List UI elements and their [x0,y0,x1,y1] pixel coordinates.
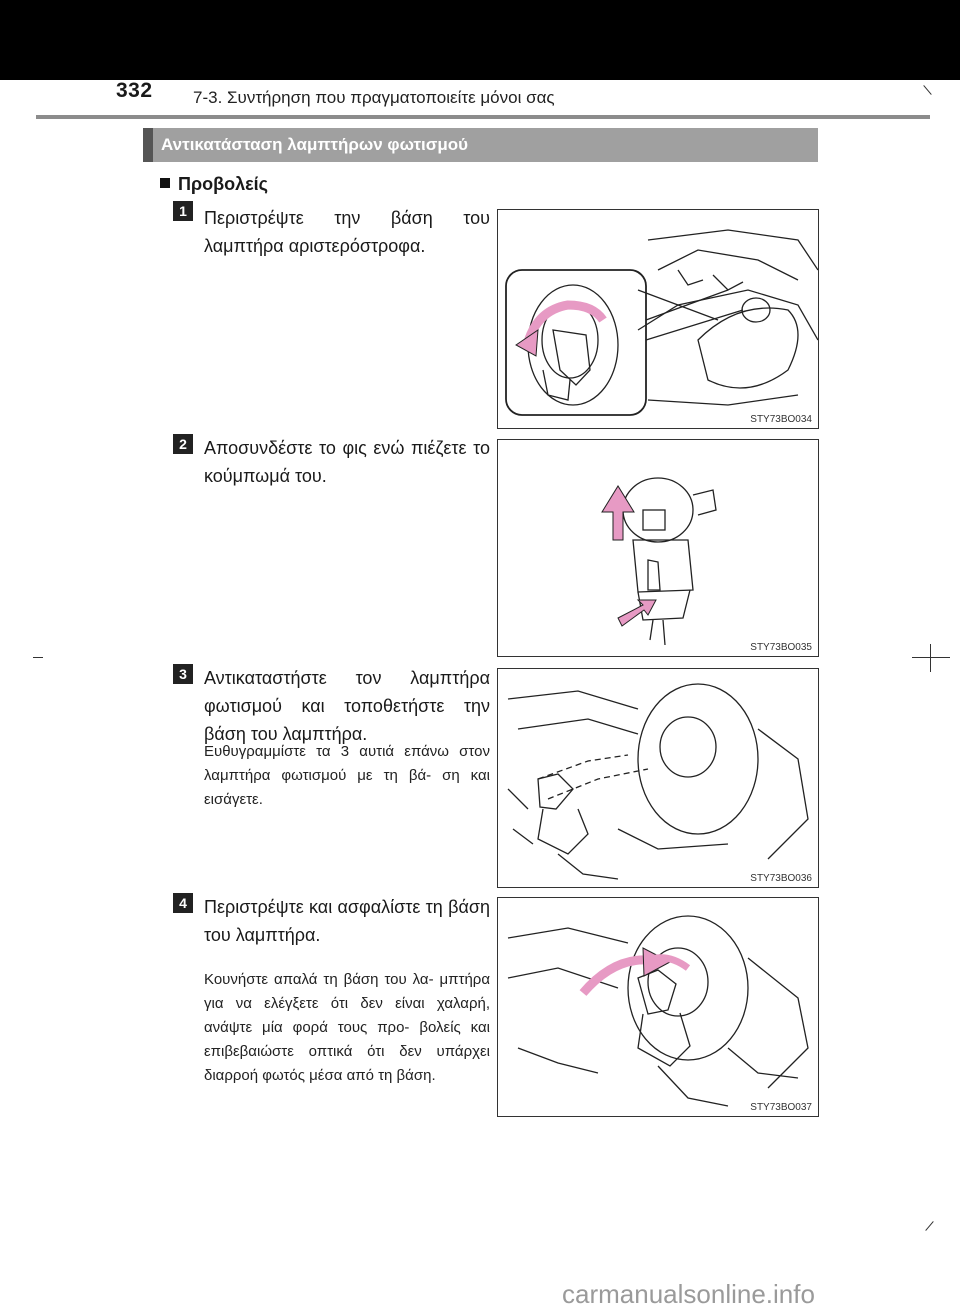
figure-code: STY73BO035 [750,642,812,653]
subheading-text: Προβολείς [178,174,269,194]
step-3-text: Αντικαταστήστε τον λαμπτήρα φωτισμού και… [204,668,490,744]
figure-code: STY73BO034 [750,414,812,425]
step-3-note: Ευθυγραμμίστε τα 3 αυτιά επάνω στον λαμπ… [204,743,490,808]
bulb-lock-rotate-illustration [507,915,809,1107]
step-3-figure: STY73BO036 [497,668,819,888]
step-4-note: Κουνήστε απαλά τη βάση του λα- μπτήρα γι… [204,971,490,1084]
figure-code: STY73BO036 [750,873,812,884]
step-4-text: Περιστρέψτε και ασφαλίστε τη βάση του λα… [204,897,490,945]
subheading: Προβολείς [160,174,268,195]
step-3-badge: 3 [173,664,193,684]
chapter-title: 7-3. Συντήρηση που πραγματοποιείτε μόνοι… [193,88,555,107]
crop-mark [912,657,950,658]
crop-mark [925,1221,934,1231]
step-1-text: Περιστρέψτε την βάση του λαμπτήρα αριστε… [204,208,490,256]
section-bar-accent [143,128,153,162]
step-4-badge: 4 [173,893,193,913]
step-4-figure: STY73BO037 [497,897,819,1117]
bulb-connector-release-illustration [601,477,717,646]
square-bullet-icon [160,178,170,189]
step-2-figure: STY73BO035 [497,439,819,657]
header-divider [36,115,930,119]
crop-mark [33,657,43,658]
section-title: Αντικατάσταση λαμπτήρων φωτισμού [161,135,469,154]
figure-code: STY73BO037 [750,1102,812,1113]
page-number: 332 [116,79,153,102]
section-title-bar: Αντικατάσταση λαμπτήρων φωτισμού [143,128,818,162]
top-black-band [0,0,960,80]
step-2-text: Αποσυνδέστε το φις ενώ πιέζετε το κούμπω… [204,438,490,486]
crop-mark [923,85,932,95]
headlamp-socket-rotate-illustration [505,229,818,416]
watermark: carmanualsonline.info [562,1279,815,1309]
step-1-figure: STY73BO034 [497,209,819,429]
crop-mark [930,644,931,672]
step-2-badge: 2 [173,434,193,454]
step-1-badge: 1 [173,201,193,221]
bulb-insert-illustration [507,683,809,880]
